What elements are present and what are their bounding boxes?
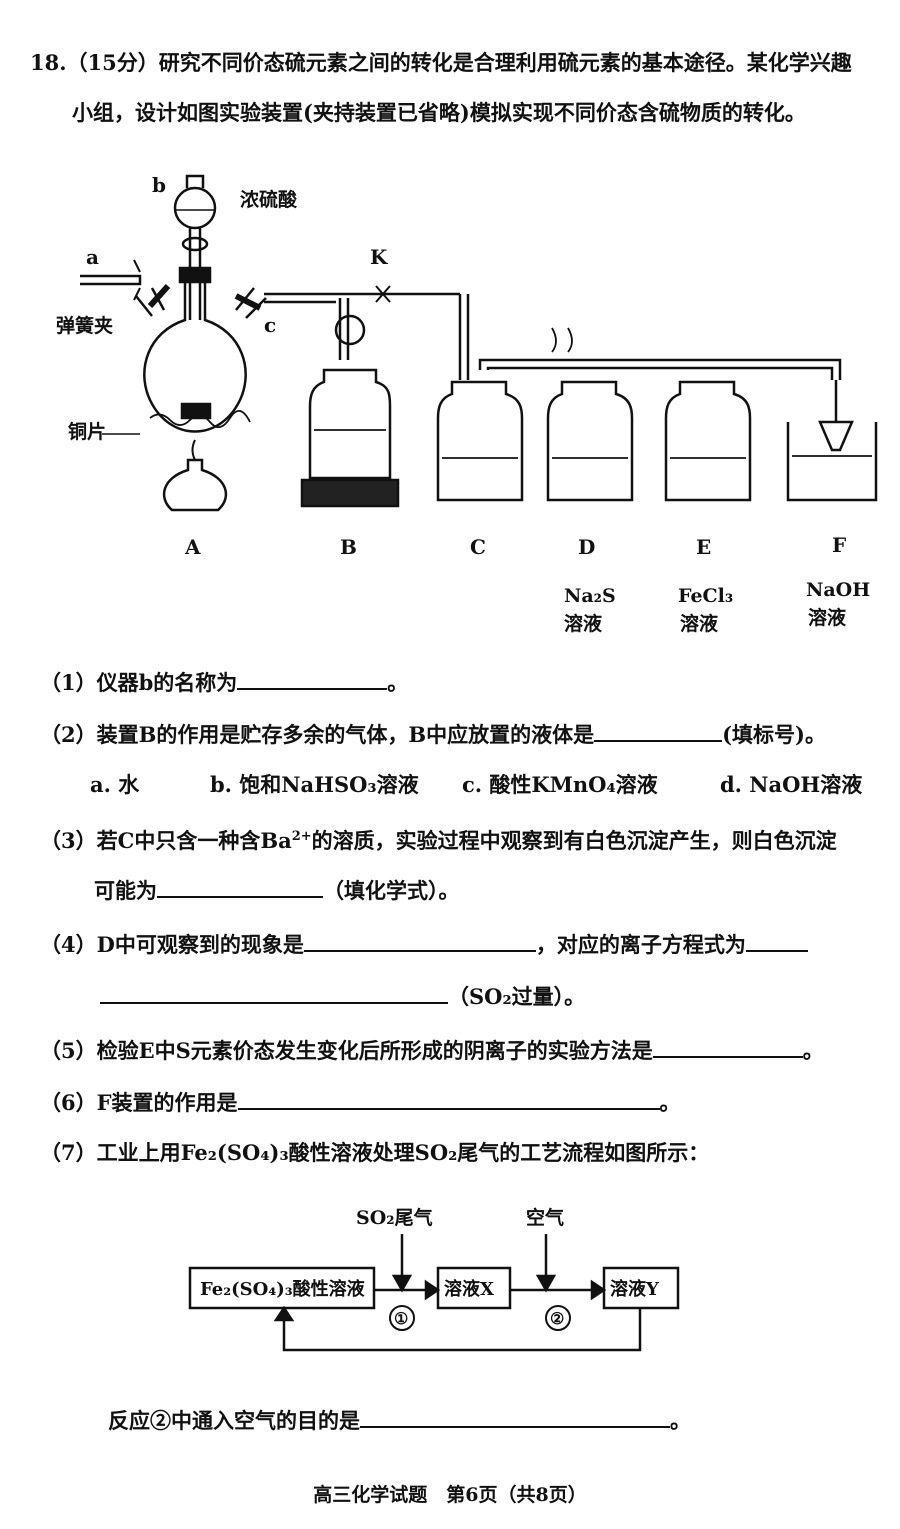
funnel-b-neck: [185, 174, 205, 188]
question-points: （15分）: [66, 50, 159, 75]
answer-blank-1[interactable]: [237, 666, 388, 690]
label-k: K: [370, 245, 388, 269]
option-a: a. 水: [90, 772, 140, 797]
solution-f-word: 溶液: [808, 606, 847, 629]
answer-blank-2[interactable]: [594, 718, 723, 742]
letter-f: F: [832, 533, 846, 557]
answer-blank-4b[interactable]: [745, 928, 808, 952]
tube-to-b: [338, 298, 350, 360]
box-fe2so43-label: Fe₂(SO₄)₃酸性溶液: [200, 1278, 366, 1300]
connecting-tubes: [478, 358, 842, 380]
letter-b: B: [340, 535, 357, 559]
question-4: （4）D中可观察到的现象是，对应的离子方程式为: [40, 928, 808, 960]
beaker-f: [786, 422, 878, 502]
page-footer: 高三化学试题 第6页（共8页）: [313, 1484, 587, 1506]
box-solution-x-label: 溶液X: [444, 1278, 494, 1300]
step-1-circle: [389, 1305, 415, 1331]
letter-e: E: [696, 535, 711, 559]
arrow-so2-head: [391, 1274, 413, 1293]
label-a: a: [86, 245, 99, 269]
question-2: （2）装置B的作用是贮存多余的气体，B中应放置的液体是(填标号)。: [40, 718, 826, 750]
question-6: （6）F装置的作用是。: [40, 1086, 681, 1118]
step-2-label: ②: [550, 1309, 564, 1328]
copper-sheet: [180, 402, 212, 420]
arrow-air-head: [535, 1274, 557, 1293]
answer-blank-3[interactable]: [157, 874, 323, 898]
tube-a: [80, 274, 142, 286]
question-7: （7）工业上用Fe₂(SO₄)₃酸性溶液处理SO₂尾气的工艺流程如图所示：: [40, 1140, 710, 1165]
question-7-final: 反应②中通入空气的目的是。: [108, 1404, 691, 1436]
lamp-flame: [191, 439, 196, 461]
answer-blank-5[interactable]: [652, 1034, 803, 1058]
recycle-line: [282, 1308, 642, 1352]
funnel-b-stopcock: [181, 236, 209, 252]
question-3: （3）若C中只含一种含Ba2+的溶质，实验过程中观察到有白色沉淀产生，则白色沉淀: [40, 828, 837, 853]
stopcock-k: [375, 285, 391, 303]
option-d: d. NaOH溶液: [720, 772, 863, 797]
flask-a-stopper: [178, 266, 212, 284]
recycle-arrow-head: [273, 1305, 295, 1322]
bottle-b-stand: [300, 478, 400, 508]
answer-blank-6[interactable]: [237, 1086, 660, 1110]
bottle-d: [546, 380, 634, 502]
bottle-b: [308, 368, 392, 480]
solution-e-formula: FeCl₃: [678, 585, 733, 607]
input-air: 空气: [526, 1206, 564, 1229]
b-funnel: [334, 314, 366, 346]
process-flowchart: SO₂尾气 空气 Fe₂(SO₄)₃酸性溶液 ① 溶液X ② 溶液Y: [188, 1206, 680, 1352]
solution-f-formula: NaOH: [806, 579, 870, 601]
tube-k-to-c: [458, 294, 470, 380]
smoke-marks: [551, 327, 573, 353]
funnel-f: [818, 420, 854, 452]
label-clip: 弹簧夹: [56, 314, 113, 337]
letter-c: C: [470, 535, 486, 559]
answer-blank-7[interactable]: [360, 1404, 670, 1428]
question-4-continued: （SO₂过量）。: [100, 980, 585, 1012]
arrow-2-head: [590, 1279, 607, 1301]
letter-a: A: [184, 535, 201, 559]
intro-line-1: 研究不同价态硫元素之间的转化是合理利用硫元素的基本途径。某化学兴趣: [158, 50, 852, 75]
solution-e-word: 溶液: [680, 612, 719, 635]
bottle-e: [664, 380, 752, 502]
asbestos-gauze: [149, 410, 251, 428]
alcohol-lamp: [162, 458, 228, 512]
question-3-continued: 可能为（填化学式）。: [94, 874, 460, 906]
solution-d-formula: Na₂S: [564, 585, 616, 607]
label-c: c: [264, 313, 276, 337]
box-fe2so43: [188, 1266, 376, 1310]
intro-line-2: 小组，设计如图实验装置(夹持装置已省略)模拟实现不同价态含硫物质的转化。: [72, 100, 806, 125]
letter-d: D: [578, 535, 595, 559]
arrow-1-head: [424, 1279, 441, 1301]
question-5: （5）检验E中S元素价态发生变化后所形成的阴离子的实验方法是。: [40, 1034, 824, 1066]
question-number: 18.: [30, 50, 67, 75]
option-c: c. 酸性KMnO₄溶液: [462, 772, 658, 797]
flask-a-right-stopper: [234, 293, 262, 311]
solution-d-word: 溶液: [564, 612, 603, 635]
input-so2: SO₂尾气: [356, 1206, 433, 1229]
box-solution-x: [436, 1266, 512, 1310]
funnel-b-bulb: [173, 186, 217, 230]
spring-clip: [133, 259, 141, 301]
bottle-c: [436, 380, 524, 502]
answer-blank-4c[interactable]: [100, 980, 448, 1004]
question-header: 18.（15分）研究不同价态硫元素之间的转化是合理利用硫元素的基本途径。某化学兴…: [30, 48, 852, 78]
step-1-label: ①: [394, 1309, 408, 1328]
label-b: b: [152, 173, 166, 197]
step-2-circle: [545, 1305, 571, 1331]
question-1: （1）仪器b的名称为。: [40, 666, 408, 698]
label-copper: 铜片: [68, 420, 106, 443]
box-solution-y-label: 溶液Y: [610, 1278, 660, 1300]
flask-a-left-stopper: [147, 283, 171, 309]
label-acid: 浓硫酸: [240, 188, 298, 211]
flask-a: [143, 282, 247, 433]
answer-blank-4a[interactable]: [303, 928, 536, 952]
apparatus-diagram: b 浓硫酸 a 弹簧夹 c 铜片 K A B C D E: [56, 173, 878, 635]
option-b: b. 饱和NaHSO₃溶液: [210, 772, 419, 797]
